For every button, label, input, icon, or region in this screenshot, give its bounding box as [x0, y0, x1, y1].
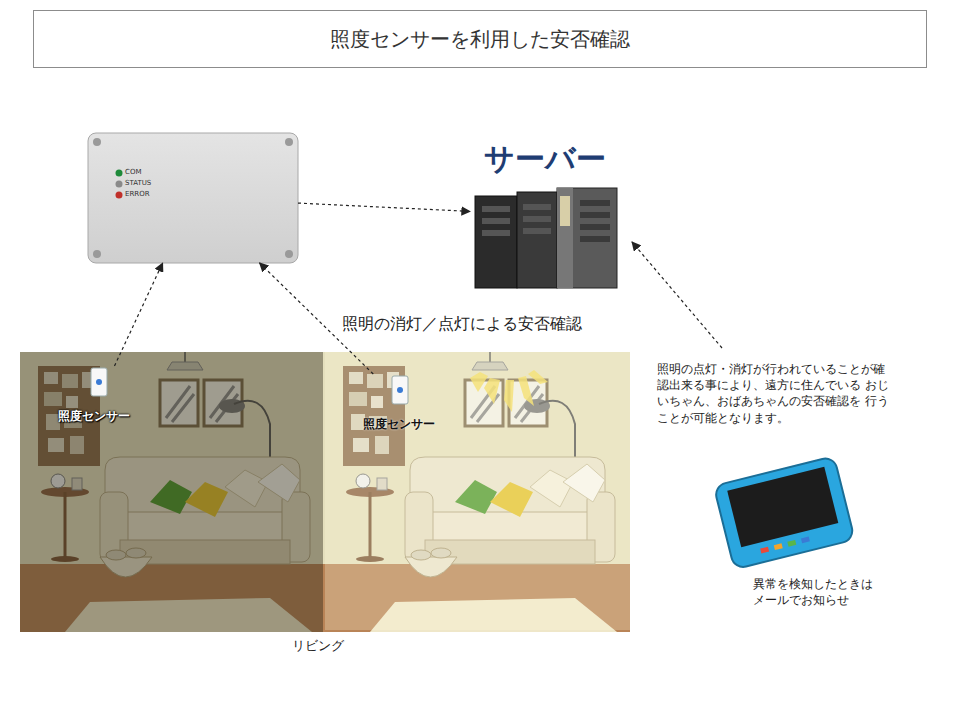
- illuminance-sensor: 照度センサー: [360, 374, 450, 436]
- notification-caption: 異常を検知したときは メールでお知らせ: [753, 577, 881, 608]
- node-text: サーバー: [484, 142, 606, 177]
- leader-line: [632, 242, 722, 348]
- node-text: 照度センサー: [363, 418, 435, 432]
- explanatory-note: 照明の点灯・消灯が行われていることが確 認出来る事により、遠方に住んでいる おじ…: [657, 361, 897, 426]
- title-box: 照度センサーを利用した安否確認: [33, 10, 927, 68]
- server-rack: サーバー: [470, 140, 620, 290]
- living-room-dark: [20, 352, 325, 632]
- dashed-arrow: [114, 263, 162, 366]
- node-text: 照度センサー: [58, 410, 130, 424]
- node-text: ERROR: [125, 190, 150, 198]
- smartphone-icon: [714, 456, 855, 569]
- diagram-title: 照度センサーを利用した安否確認: [330, 26, 630, 53]
- living-room-lit: [325, 352, 630, 632]
- illuminance-sensor: 照度センサー: [55, 366, 145, 428]
- node-text: COM: [125, 168, 141, 176]
- node-text: STATUS: [125, 179, 151, 187]
- illuminance-sensor-icon: [91, 368, 408, 404]
- dashed-arrow: [298, 203, 470, 211]
- room-name: リビング: [292, 638, 344, 654]
- gateway-device: COM STATUS ERROR: [88, 133, 298, 263]
- server-rack-icon: [475, 188, 617, 288]
- section-caption: 照明の消灯／点灯による安否確認: [342, 314, 582, 333]
- gateway-device-body: [88, 133, 298, 263]
